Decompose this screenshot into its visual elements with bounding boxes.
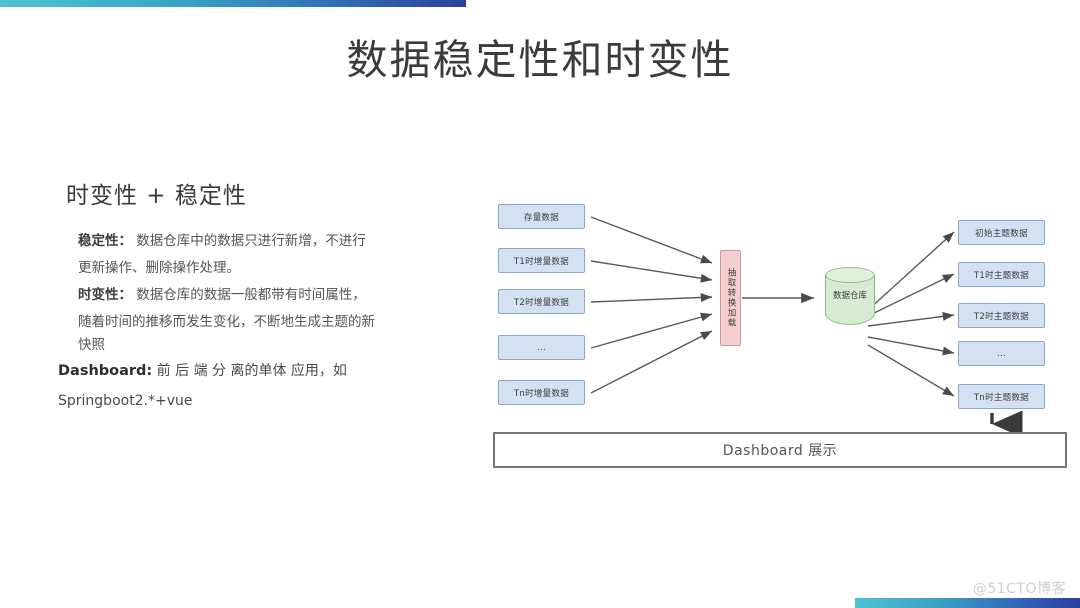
source-box-4[interactable]: ... [498, 335, 585, 360]
stability-text: 数据仓库中的数据只进行新增，不进行 [132, 233, 366, 249]
output-box-5[interactable]: Tn时主题数据 [958, 384, 1045, 409]
diagram-connectors [590, 216, 1023, 438]
etl-box-label: 抽取转换加载 [726, 268, 736, 328]
source-box-3[interactable]: T2时增量数据 [498, 289, 585, 314]
output-box-5-label: Tn时主题数据 [973, 392, 1030, 403]
dashboard-paragraph: Dashboard: 前 后 端 分 离的单体 应用，如 [58, 356, 433, 386]
source-box-4-label: ... [536, 342, 546, 353]
timevariance-paragraph-cont: 随着时间的推移而发生变化，不断地生成主题的新 [78, 314, 375, 330]
dashboard-display-bar[interactable]: Dashboard 展示 [493, 432, 1067, 468]
watermark: @51CTO博客 [972, 581, 1066, 597]
output-box-4[interactable]: ... [958, 341, 1045, 366]
stability-paragraph-cont: 更新操作、删除操作处理。 [78, 260, 240, 276]
dashboard-text: 前 后 端 分 离的单体 应用，如 [152, 363, 347, 380]
left-text-column: 时变性 + 稳定性 稳定性： 数据仓库中的数据只进行新增，不进行 更新操作、删除… [58, 176, 433, 415]
output-box-1[interactable]: 初始主题数据 [958, 220, 1045, 245]
timevariance-paragraph-end: 快照 [78, 337, 105, 353]
source-box-2-label: T1时增量数据 [513, 256, 570, 267]
source-box-3-label: T2时增量数据 [513, 297, 570, 308]
timevariance-paragraph: 时变性： 数据仓库的数据一般都带有时间属性， [78, 282, 433, 309]
source-box-5[interactable]: Tn时增量数据 [498, 380, 585, 405]
output-box-2[interactable]: T1时主题数据 [958, 262, 1045, 287]
timevariance-text: 数据仓库的数据一般都带有时间属性， [132, 287, 366, 303]
definition-body: 稳定性： 数据仓库中的数据只进行新增，不进行 更新操作、删除操作处理。 时变性：… [58, 228, 433, 415]
data-warehouse-flow-diagram: 存量数据 T1时增量数据 T2时增量数据 ... Tn时增量数据 抽取转换加载 … [480, 185, 1080, 475]
bottom-accent-bar [855, 598, 1080, 608]
etl-box[interactable]: 抽取转换加载 [720, 250, 741, 346]
stability-paragraph: 稳定性： 数据仓库中的数据只进行新增，不进行 [78, 228, 433, 255]
dashboard-display-label: Dashboard 展示 [722, 443, 838, 459]
output-box-1-label: 初始主题数据 [975, 228, 1028, 239]
cylinder-top [825, 267, 875, 283]
data-warehouse-cylinder[interactable]: 数据仓库 [825, 267, 875, 331]
output-box-4-label: ... [996, 348, 1006, 359]
stability-label: 稳定性： [78, 233, 132, 249]
page-title: 数据稳定性和时变性 [346, 36, 734, 84]
cylinder-body [825, 275, 875, 325]
section-subheading: 时变性 + 稳定性 [66, 183, 247, 209]
source-box-1-label: 存量数据 [523, 212, 560, 223]
output-box-3[interactable]: T2时主题数据 [958, 303, 1045, 328]
dashboard-label: Dashboard: [58, 363, 153, 380]
top-accent-bar [0, 0, 466, 7]
source-box-2[interactable]: T1时增量数据 [498, 248, 585, 273]
data-warehouse-label: 数据仓库 [832, 291, 867, 301]
source-box-1[interactable]: 存量数据 [498, 204, 585, 229]
output-box-3-label: T2时主题数据 [973, 311, 1030, 322]
timevariance-label: 时变性： [78, 287, 132, 303]
dashboard-stack-text: Springboot2.*+vue [58, 392, 193, 409]
output-box-2-label: T1时主题数据 [973, 270, 1030, 281]
source-box-5-label: Tn时增量数据 [513, 388, 570, 399]
